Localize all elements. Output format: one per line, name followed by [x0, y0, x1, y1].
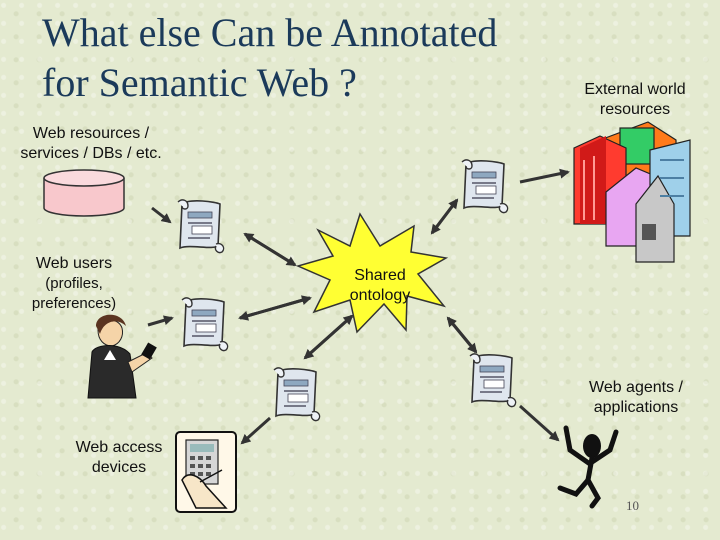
annotation-scroll-icon — [469, 353, 517, 408]
web-access-device-icon — [175, 431, 237, 513]
label-shared-line1: Shared — [354, 267, 406, 284]
annotation-scroll-icon — [177, 199, 225, 254]
database-icon — [43, 169, 125, 217]
web-user-person-icon — [87, 314, 157, 399]
label-external-world: External world resources — [560, 80, 710, 120]
label-external-line2: resources — [599, 101, 671, 118]
slide-title: What else Can be Annotated for Semantic … — [42, 8, 602, 108]
arrow-scroll-to-star-w — [238, 295, 312, 321]
label-web-resources-line1: Web resources / — [32, 125, 150, 142]
label-external-line1: External world — [584, 81, 686, 98]
web-agent-figure-icon — [557, 425, 619, 509]
label-web-users: Web users (profiles, preferences) — [14, 254, 134, 314]
label-devices-line2: devices — [91, 459, 147, 476]
arrow-users-to-scroll — [147, 315, 174, 327]
annotation-scroll-icon — [181, 297, 229, 352]
label-web-resources-line2: services / DBs / etc. — [20, 145, 162, 162]
city-buildings-icon — [573, 121, 691, 263]
title-line-2: for Semantic Web ? — [42, 60, 357, 105]
arrow-scroll-to-devices — [240, 416, 271, 445]
label-web-resources: Web resources / services / DBs / etc. — [4, 124, 178, 164]
page-number: 10 — [626, 498, 639, 513]
label-shared-ontology: Shared ontology — [330, 266, 430, 306]
annotation-scroll-icon — [273, 367, 321, 422]
label-agents-line1: Web agents / — [589, 379, 683, 396]
label-shared-line2: ontology — [349, 287, 411, 304]
arrow-db-to-scroll — [151, 206, 172, 224]
arrow-scroll-to-agent — [518, 404, 560, 442]
label-agents-line2: applications — [593, 399, 679, 416]
arrow-star-to-scroll-se — [446, 316, 478, 354]
arrow-star-to-scroll-s — [303, 314, 354, 360]
label-web-access-devices: Web access devices — [64, 438, 174, 478]
arrow-scroll-to-buildings — [519, 168, 570, 184]
label-web-agents: Web agents / applications — [568, 378, 704, 418]
title-line-1: What else Can be Annotated — [42, 10, 498, 55]
label-web-users-sub1: (profiles, — [45, 275, 103, 292]
arrow-scroll-to-star-nw — [243, 232, 297, 267]
shared-ontology-star — [295, 212, 449, 334]
arrow-scroll-to-star-ne — [430, 198, 459, 235]
label-web-users-title: Web users — [35, 255, 113, 272]
label-devices-line1: Web access — [75, 439, 163, 456]
label-web-users-sub2: preferences) — [31, 295, 117, 312]
annotation-scroll-icon — [461, 159, 509, 214]
